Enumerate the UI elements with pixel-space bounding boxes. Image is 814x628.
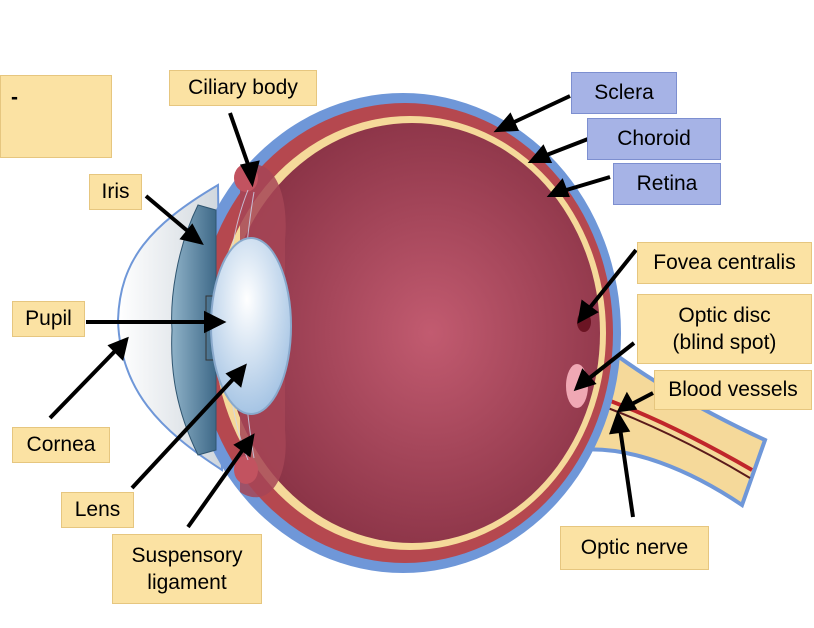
label-optic-disc: Optic disc (blind spot) — [637, 294, 812, 364]
label-optic-nerve: Optic nerve — [560, 526, 709, 570]
ciliary-body-bottom — [234, 456, 258, 484]
arrow-sclera — [509, 94, 571, 126]
arrow-ciliary-body — [228, 112, 252, 171]
iris-shape — [171, 204, 217, 456]
arrow-optic-nerve — [618, 427, 635, 518]
label-unknown: - — [0, 75, 112, 158]
pointer-arrows — [48, 94, 654, 529]
vitreous-shape — [224, 123, 600, 543]
arrow-optic-disc — [585, 341, 636, 382]
label-choroid: Choroid — [587, 118, 721, 160]
label-fovea-centralis: Fovea centralis — [637, 242, 812, 284]
arrow-blood-vessels — [629, 391, 654, 407]
arrow-retina — [562, 175, 611, 193]
label-blood-vessels: Blood vessels — [654, 370, 812, 410]
label-pupil: Pupil — [12, 301, 85, 337]
arrow-suspensory-ligament — [186, 446, 246, 529]
arrow-lens — [130, 374, 238, 490]
arrow-iris — [144, 194, 192, 235]
arrow-choroid — [543, 137, 589, 158]
label-ciliary-body: Ciliary body — [169, 70, 317, 106]
arrow-cornea — [48, 346, 120, 420]
label-iris: Iris — [89, 174, 142, 210]
label-suspensory-ligament: Suspensory ligament — [112, 534, 262, 604]
label-lens: Lens — [61, 492, 134, 528]
arrow-fovea-centralis — [586, 248, 638, 312]
label-retina: Retina — [613, 163, 721, 205]
label-sclera: Sclera — [571, 72, 677, 114]
label-cornea: Cornea — [12, 427, 110, 463]
